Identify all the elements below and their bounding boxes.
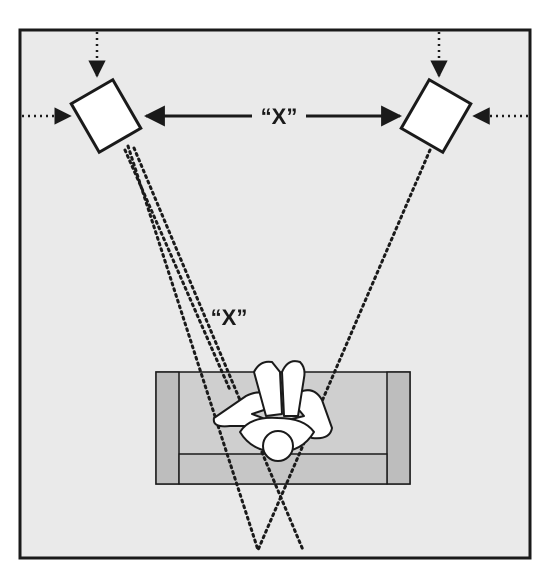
sofa-right-arm <box>386 371 411 485</box>
sofa-left-arm <box>155 371 180 485</box>
left-speaker-line-c <box>123 148 232 392</box>
left-speaker <box>69 77 143 155</box>
wall-arrows <box>22 32 528 125</box>
left-speaker-line-a <box>126 144 260 552</box>
listener-left-leg <box>253 360 283 417</box>
left-speaker-line-b <box>132 146 305 552</box>
right-speaker-line <box>256 148 432 552</box>
listening-lines <box>123 144 432 552</box>
right-speaker <box>399 77 473 155</box>
listener-head <box>262 430 294 462</box>
listener <box>212 360 333 462</box>
horizontal-distance-label: “X” <box>261 104 298 129</box>
diagonal-distance-label: “X” <box>211 305 248 330</box>
listener-right-leg <box>281 360 306 417</box>
